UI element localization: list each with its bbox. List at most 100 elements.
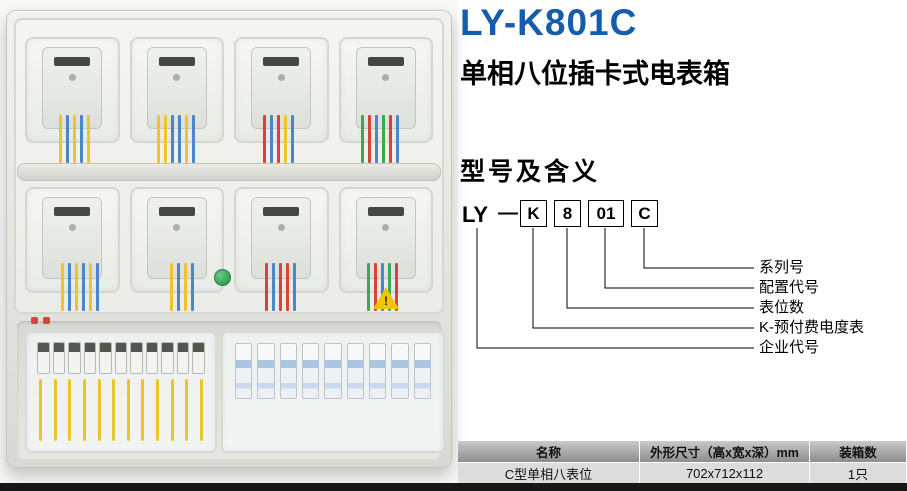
meter-row-bottom [25, 187, 433, 293]
yellow-wire [68, 379, 72, 441]
wire [74, 263, 78, 311]
large-breaker [346, 343, 364, 399]
middle-rail [17, 163, 441, 181]
meter-button [277, 224, 285, 231]
wire [178, 115, 182, 163]
meter-display [263, 207, 300, 216]
meter-button [382, 74, 390, 81]
wire [60, 263, 64, 311]
wire [290, 115, 294, 163]
wire [169, 263, 173, 311]
yellow-wire [97, 379, 101, 441]
product-photo: ! [0, 0, 458, 483]
small-breaker [52, 342, 66, 374]
small-breaker [68, 342, 81, 374]
wire [72, 115, 76, 163]
wire [192, 115, 196, 163]
meter-display [158, 57, 195, 66]
code-label-enterprise: 企业代号 [759, 339, 820, 356]
meter-window [234, 37, 329, 143]
breaker-compartment [17, 317, 445, 459]
spec-header-name: 名称 [458, 441, 640, 462]
large-breaker [413, 343, 431, 399]
meter-button [277, 74, 285, 81]
left-panel-wires [39, 379, 203, 441]
wire-group [169, 263, 194, 311]
code-label-positions: 表位数 [759, 299, 805, 316]
wire [394, 263, 398, 311]
large-breaker [279, 343, 297, 399]
wire [389, 115, 393, 163]
yellow-wire [141, 379, 145, 441]
yellow-wire [82, 379, 86, 441]
wire [396, 115, 400, 163]
section-heading: 型号及含义 [460, 158, 601, 186]
wire [292, 263, 296, 311]
model-code-prefix: LY [462, 202, 489, 227]
small-breaker [145, 342, 159, 374]
large-breaker [368, 343, 387, 399]
model-code-box-01: 01 [588, 200, 624, 227]
meter-display [54, 207, 91, 216]
small-breaker [114, 342, 128, 374]
meter-window [338, 187, 433, 293]
wire [368, 115, 372, 163]
meter-button [68, 74, 76, 81]
meter-display [367, 207, 404, 216]
wire [366, 263, 370, 311]
code-label-series: 系列号 [759, 259, 805, 276]
small-breaker [192, 342, 206, 374]
wire [183, 263, 187, 311]
model-code-box-c: C [631, 200, 658, 227]
meter-window [25, 187, 120, 293]
breaker-panel-right [221, 331, 445, 453]
wire [361, 115, 365, 163]
code-label-config: 配置代号 [759, 279, 820, 296]
small-breaker [83, 342, 97, 374]
product-name: 单相八位插卡式电表箱 [460, 59, 730, 89]
meter-display [263, 57, 300, 66]
large-breaker [324, 343, 342, 399]
wire [373, 263, 377, 311]
wire [269, 115, 273, 163]
meter-box: ! [6, 10, 452, 468]
seal-tag [43, 317, 50, 324]
wire [86, 115, 90, 163]
model-code-box-k: K [520, 200, 547, 227]
wire-group [361, 115, 400, 163]
large-breaker [257, 343, 275, 399]
meter [42, 197, 103, 279]
small-breaker [130, 342, 143, 374]
meter-button [68, 224, 76, 231]
wire [58, 115, 62, 163]
wire [157, 115, 161, 163]
small-breaker [37, 342, 50, 374]
wire [171, 115, 175, 163]
wire-group [157, 115, 196, 163]
meter-display [367, 57, 404, 66]
meter-button [173, 224, 181, 231]
meter-row-top [25, 37, 433, 143]
meter-window [129, 187, 224, 293]
info-panel: LY-K801C 单相八位插卡式电表箱 型号及含义 LY — K 8 01 C … [458, 0, 907, 483]
seal-tag [31, 317, 38, 324]
model-code-connector-lines [476, 228, 754, 349]
green-button [214, 269, 231, 286]
small-breaker [161, 342, 174, 374]
yellow-wire [39, 379, 42, 441]
yellow-wire [53, 379, 57, 441]
meter-window [338, 37, 433, 143]
spec-header-dimensions: 外形尺寸（高x宽x深）mm [640, 441, 810, 462]
wire [81, 263, 85, 311]
wire [190, 263, 194, 311]
meter [42, 47, 103, 129]
wire [276, 115, 280, 163]
wire [185, 115, 189, 163]
wire [79, 115, 83, 163]
page-title: LY-K801C [460, 2, 638, 43]
wire-band-top [25, 115, 433, 163]
yellow-wire [185, 379, 189, 441]
wire [271, 263, 275, 311]
meter-window [25, 37, 120, 143]
bottom-bar [0, 483, 907, 491]
